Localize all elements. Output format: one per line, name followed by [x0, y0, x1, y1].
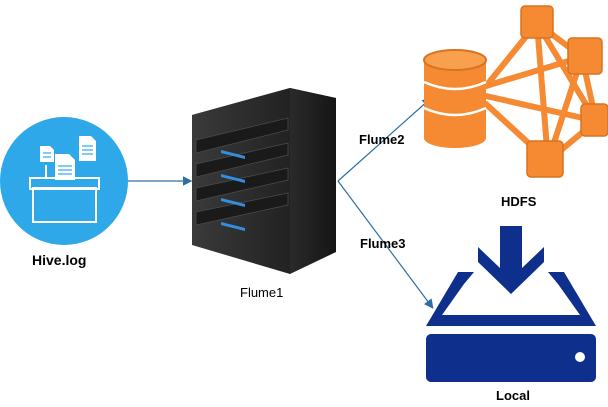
- edge-agent-to-hdfs: [337, 97, 432, 182]
- agent-label: Flume1: [240, 285, 284, 300]
- edge-label-flume3: Flume3: [360, 236, 406, 251]
- source-label: Hive.log: [32, 252, 87, 268]
- server-icon: [192, 88, 336, 274]
- hdfs-label: HDFS: [501, 194, 537, 209]
- edge-label-flume2: Flume2: [359, 132, 405, 147]
- hdfs-cluster-icon: [423, 5, 608, 178]
- file-box-icon: [0, 117, 128, 245]
- local-label: Local: [496, 388, 530, 403]
- download-drive-icon: [426, 226, 596, 382]
- edge-agent-to-local: [337, 180, 434, 309]
